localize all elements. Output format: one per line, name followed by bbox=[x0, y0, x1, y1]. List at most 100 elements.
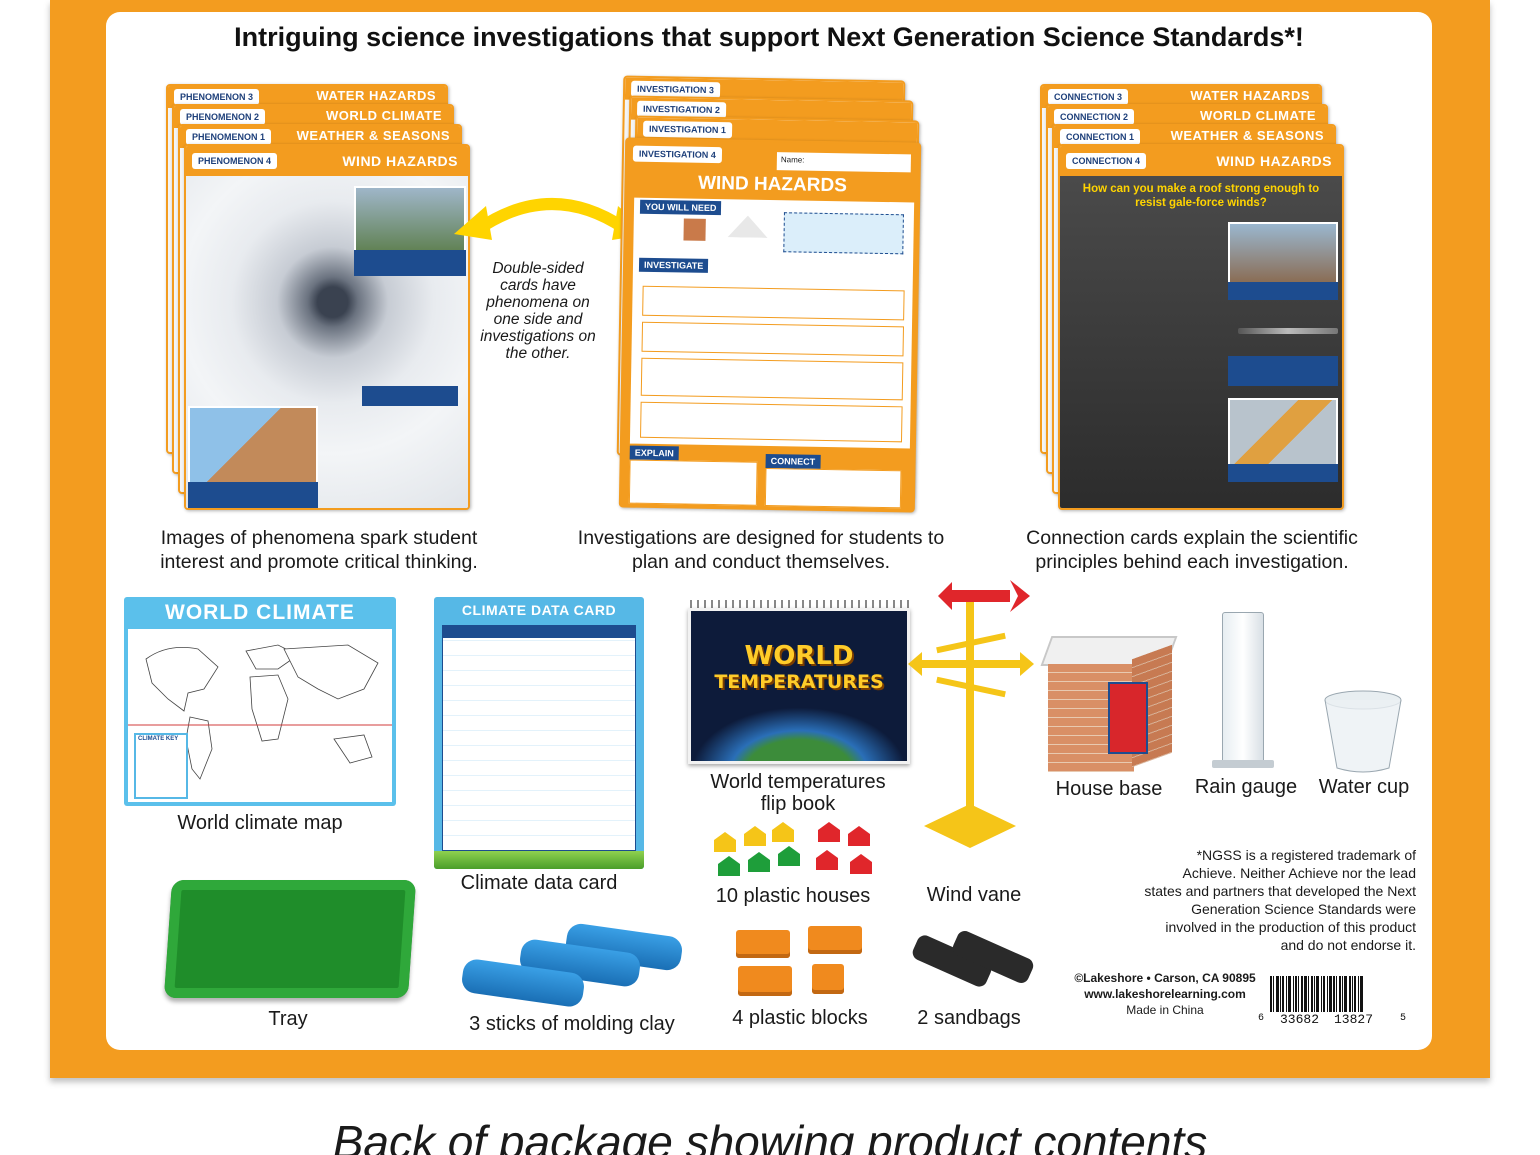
flip-book-title-temperatures: TEMPERATURES bbox=[714, 671, 884, 693]
card-body: YOU WILL NEED INVESTIGATE bbox=[629, 197, 915, 449]
company-line-3: Made in China bbox=[1126, 1003, 1204, 1017]
investigations-caption: Investigations are designed for students… bbox=[577, 527, 945, 573]
name-field: Name: bbox=[776, 152, 911, 173]
you-will-need-label: YOU WILL NEED bbox=[639, 199, 722, 216]
card-title: WORLD CLIMATE bbox=[325, 108, 442, 123]
red-house-icon bbox=[848, 826, 870, 846]
flip-book-spiral bbox=[690, 600, 910, 610]
rain-gauge-base bbox=[1212, 760, 1274, 768]
headline: Intriguing science investigations that s… bbox=[234, 22, 1304, 52]
water-cup-label: Water cup bbox=[1318, 776, 1410, 798]
yellow-house-icon bbox=[772, 822, 794, 842]
sandbags-label: 2 sandbags bbox=[917, 1007, 1021, 1029]
block-icon bbox=[812, 964, 844, 994]
card-tab: CONNECTION 3 bbox=[1048, 89, 1129, 105]
flip-book-label: World temperatures flip book bbox=[710, 771, 886, 815]
house-base-label: House base bbox=[1055, 778, 1163, 800]
card-tab: PHENOMENON 2 bbox=[180, 109, 266, 125]
photo-note bbox=[1228, 356, 1338, 386]
yellow-house-icon bbox=[744, 826, 766, 846]
palm-tree-photo bbox=[354, 186, 466, 256]
red-house-icon bbox=[850, 854, 872, 874]
plastic-blocks-label: 4 plastic blocks bbox=[732, 1007, 868, 1029]
green-house-icon bbox=[778, 846, 800, 866]
world-temperatures-flip-book: WORLD TEMPERATURES bbox=[688, 608, 910, 764]
connections-caption: Connection cards explain the scientific … bbox=[1026, 527, 1358, 573]
wind-vane-label: Wind vane bbox=[926, 884, 1022, 906]
card-tab: INVESTIGATION 4 bbox=[632, 145, 722, 164]
roofer-photo bbox=[188, 406, 318, 486]
climate-data-card: CLIMATE DATA CARD bbox=[434, 597, 644, 869]
red-house-icon bbox=[816, 850, 838, 870]
earth-image bbox=[691, 707, 907, 761]
card-tab: CONNECTION 4 bbox=[1066, 153, 1147, 169]
nail-icon bbox=[1238, 328, 1338, 334]
double-sided-note: Double-sided cards have phenomena on one… bbox=[480, 260, 596, 362]
materials-box bbox=[783, 212, 904, 255]
phenomenon-card-front: PHENOMENON 4 WIND HAZARDS bbox=[184, 144, 470, 510]
molding-clay-label: 3 sticks of molding clay bbox=[469, 1013, 675, 1035]
photo-note bbox=[1228, 464, 1338, 482]
card-title: WATER HAZARDS bbox=[316, 88, 436, 103]
roofer-photo bbox=[1228, 398, 1338, 466]
wind-vane-icon bbox=[908, 580, 1034, 848]
block-icon bbox=[736, 930, 790, 958]
photo-note bbox=[362, 386, 458, 406]
card-title: WIND HAZARDS bbox=[1216, 153, 1332, 169]
climate-key-title: CLIMATE KEY bbox=[138, 736, 179, 742]
card-tab: CONNECTION 1 bbox=[1060, 129, 1141, 145]
barcode-digit-left: 6 bbox=[1258, 1013, 1265, 1024]
barcode-digit-right: 5 bbox=[1400, 1013, 1407, 1024]
card-body: How can you make a roof strong enough to… bbox=[1060, 176, 1342, 508]
barcode-icon bbox=[1270, 976, 1394, 1012]
connection-question: How can you make a roof strong enough to… bbox=[1082, 183, 1320, 209]
card-title: WEATHER & SEASONS bbox=[296, 128, 450, 143]
grass-strip bbox=[434, 851, 644, 869]
water-cup-icon bbox=[1324, 690, 1402, 773]
bottom-caption: Back of package showing product contents bbox=[332, 1116, 1208, 1155]
house-door bbox=[1108, 682, 1148, 754]
green-house-icon bbox=[748, 852, 770, 872]
card-title: WIND HAZARDS bbox=[342, 153, 458, 169]
connection-card-front: CONNECTION 4 WIND HAZARDS How can you ma… bbox=[1058, 144, 1344, 510]
company-line-1: ©Lakeshore • Carson, CA 90895 bbox=[1074, 971, 1256, 985]
block-icon bbox=[738, 966, 792, 996]
card-title: WATER HAZARDS bbox=[1190, 88, 1310, 103]
card-tab: CONNECTION 2 bbox=[1054, 109, 1135, 125]
card-tab: INVESTIGATION 1 bbox=[642, 120, 733, 139]
world-map-icon bbox=[128, 644, 392, 780]
card-tab: PHENOMENON 3 bbox=[174, 89, 260, 105]
damaged-house-photo bbox=[1228, 222, 1338, 284]
yellow-house-icon bbox=[714, 832, 736, 852]
phenomena-caption: Images of phenomena spark student intere… bbox=[160, 527, 478, 573]
card-title: WIND HAZARDS bbox=[697, 172, 848, 197]
roof-icon bbox=[728, 215, 768, 238]
house-base-icon bbox=[683, 218, 706, 241]
map-title: WORLD CLIMATE bbox=[165, 601, 355, 624]
investigate-label: INVESTIGATE bbox=[638, 257, 709, 273]
photo-note bbox=[1228, 282, 1338, 300]
data-card-title: CLIMATE DATA CARD bbox=[461, 602, 617, 618]
barcode-digits: 6 33682 13827 5 bbox=[1258, 1012, 1408, 1028]
card-title: WEATHER & SEASONS bbox=[1170, 128, 1324, 143]
tray-icon bbox=[163, 880, 417, 998]
green-house-icon bbox=[718, 856, 740, 876]
world-climate-map: WORLD CLIMATE CLIMATE KEY bbox=[124, 597, 396, 806]
world-climate-map-label: World climate map bbox=[177, 812, 343, 834]
climate-key: CLIMATE KEY bbox=[134, 733, 188, 799]
climate-data-card-label: Climate data card bbox=[460, 872, 618, 894]
barcode-group-1: 33682 bbox=[1280, 1012, 1320, 1027]
photo-note bbox=[188, 482, 318, 508]
card-title: WORLD CLIMATE bbox=[1199, 108, 1316, 123]
tray-label: Tray bbox=[268, 1008, 308, 1030]
barcode-group-2: 13827 bbox=[1334, 1012, 1374, 1027]
flip-book-title-world: WORLD bbox=[744, 641, 854, 671]
data-table bbox=[442, 625, 636, 851]
ngss-trademark-note: *NGSS is a registered trademark of Achie… bbox=[1144, 847, 1416, 953]
explain-label: EXPLAIN bbox=[629, 445, 679, 461]
block-icon bbox=[808, 926, 862, 954]
rain-gauge-label: Rain gauge bbox=[1194, 776, 1298, 798]
card-tab: PHENOMENON 4 bbox=[192, 153, 278, 169]
company-info: ©Lakeshore • Carson, CA 90895 www.lakesh… bbox=[1060, 970, 1270, 1018]
plastic-houses-label: 10 plastic houses bbox=[715, 885, 871, 907]
